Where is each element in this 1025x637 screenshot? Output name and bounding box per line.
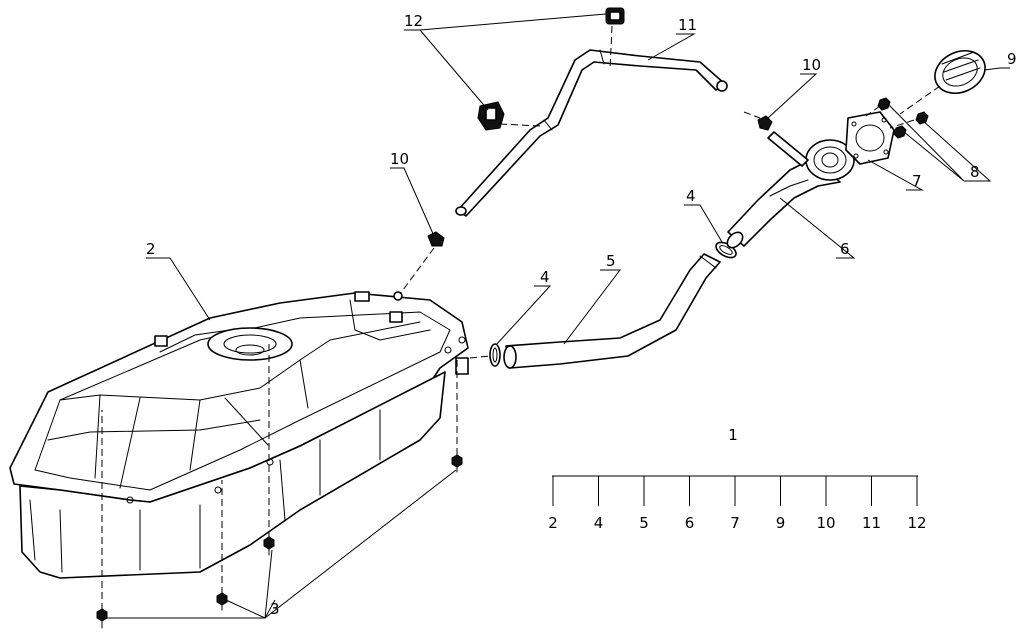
fuel-cap xyxy=(934,50,986,94)
callout-11: 11 xyxy=(678,16,697,34)
callout-10-left: 10 xyxy=(390,150,409,168)
clamp-left xyxy=(427,231,445,247)
callout-12: 12 xyxy=(404,12,423,30)
leader-lines xyxy=(102,13,1010,619)
callout-labels: 2 3 4 4 5 6 7 8 9 10 10 11 12 xyxy=(146,12,1017,618)
clamp-right xyxy=(757,115,773,131)
ruler-label: 9 xyxy=(776,514,786,532)
callout-8: 8 xyxy=(970,163,980,181)
ruler-ticks: 2 4 5 6 7 9 10 11 12 xyxy=(548,476,927,532)
filler-hose xyxy=(503,253,721,369)
ruler-label: 7 xyxy=(730,514,740,532)
callout-3: 3 xyxy=(270,600,280,618)
callout-9: 9 xyxy=(1007,50,1017,68)
ruler-label: 12 xyxy=(907,514,926,532)
callout-4-right: 4 xyxy=(686,187,696,205)
callout-4-left: 4 xyxy=(540,268,550,286)
callout-7: 7 xyxy=(912,172,922,190)
parts-ruler: 1 2 4 5 6 7 9 10 11 12 xyxy=(548,426,926,532)
fuel-tank xyxy=(9,291,469,579)
ruler-label: 11 xyxy=(862,514,881,532)
callout-6: 6 xyxy=(840,240,850,258)
callout-5: 5 xyxy=(606,252,616,270)
clip-upper xyxy=(605,7,625,25)
ruler-label: 6 xyxy=(685,514,695,532)
flange-screws xyxy=(877,97,929,139)
filler-neck xyxy=(726,131,855,249)
callout-2: 2 xyxy=(146,240,156,258)
vent-hose xyxy=(455,49,728,217)
clip-lower xyxy=(477,101,505,131)
ruler-label: 2 xyxy=(548,514,558,532)
ruler-label: 10 xyxy=(816,514,835,532)
callout-10-right: 10 xyxy=(802,56,821,74)
filler-flange xyxy=(845,111,895,165)
ruler-label: 4 xyxy=(594,514,604,532)
ruler-title: 1 xyxy=(728,426,738,444)
ruler-label: 5 xyxy=(639,514,649,532)
